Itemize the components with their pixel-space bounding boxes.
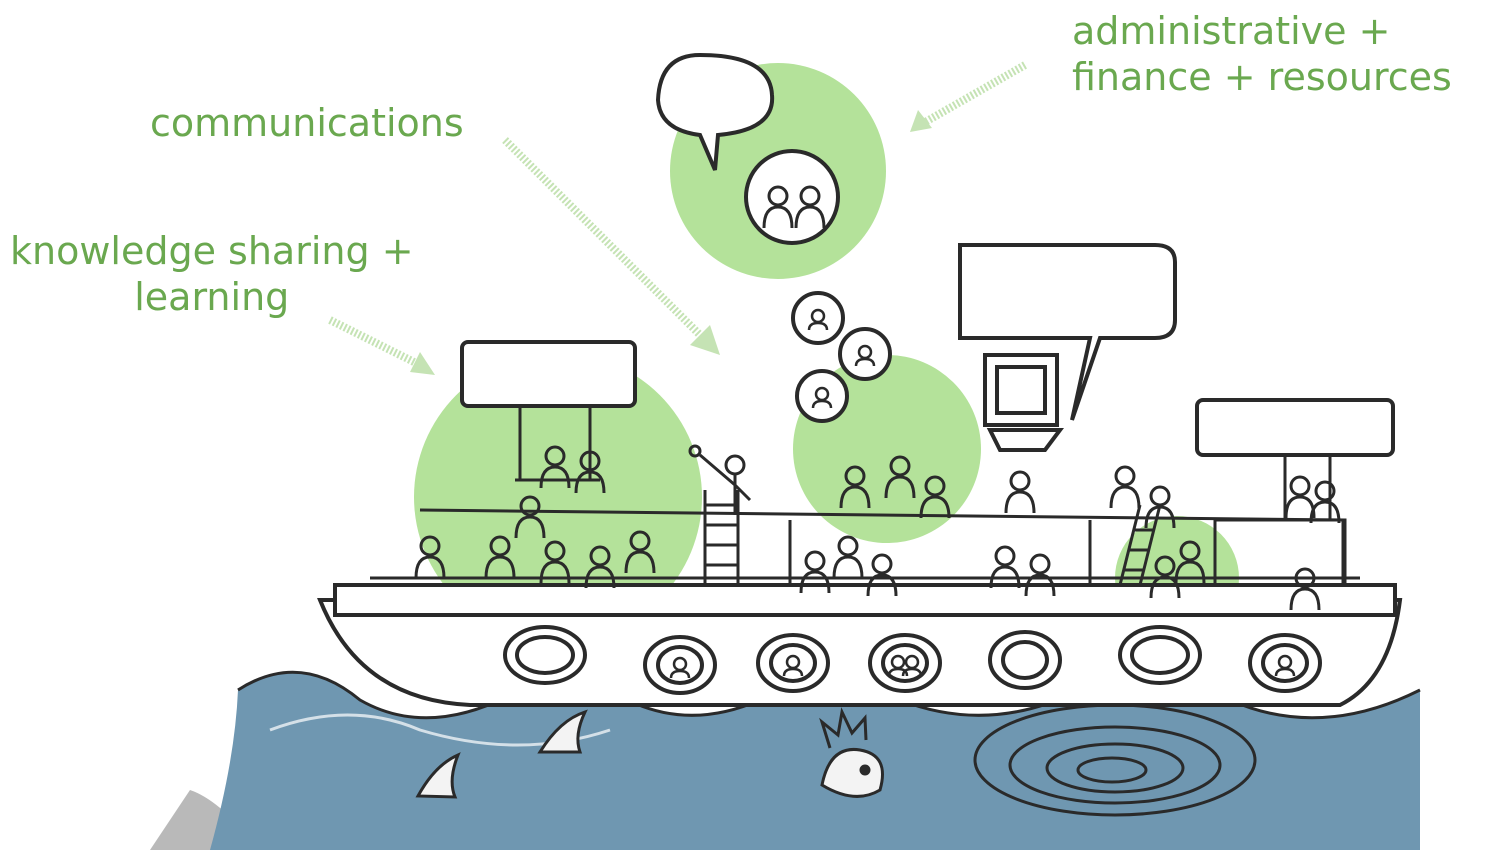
speech-bubble-icon xyxy=(655,52,775,171)
knowledge-signboard xyxy=(460,340,637,408)
ladder-icon xyxy=(1118,504,1162,586)
sign-ropes xyxy=(515,405,1332,520)
right-signboard xyxy=(1195,398,1395,457)
ship-hull xyxy=(317,598,1403,707)
arrow-heads xyxy=(410,110,932,375)
signboards xyxy=(460,340,1395,457)
knowledge-arrow xyxy=(328,316,422,369)
admin-label-line2: finance + resources xyxy=(1072,55,1452,99)
upper-deck xyxy=(419,508,1347,585)
communications-label: communications xyxy=(150,101,464,145)
knowledge-label-line2: learning xyxy=(134,275,290,319)
ship-deck xyxy=(333,583,1397,617)
sea xyxy=(210,672,1420,850)
knowledge-label-line1: knowledge sharing + xyxy=(10,229,414,273)
ladder-icon xyxy=(703,490,740,585)
admin-group-icon xyxy=(744,149,840,245)
knowledge-sharing-label: knowledge sharing + learning xyxy=(10,228,414,320)
admin-label-line1: administrative + xyxy=(1072,9,1391,53)
communications-arrow xyxy=(502,137,708,343)
shark-fin-icon xyxy=(537,709,588,754)
admin-finance-label: administrative + finance + resources xyxy=(1072,8,1452,100)
speech-bubble-icon xyxy=(958,243,1177,421)
portholes xyxy=(503,625,1322,695)
computer-monitor-icon xyxy=(983,353,1064,452)
admin-arrow xyxy=(918,61,1027,129)
shark-fin-icon xyxy=(415,752,461,799)
speaker-figure xyxy=(688,444,752,515)
fish-icon xyxy=(819,707,884,798)
dotted-arrows xyxy=(328,61,1027,369)
cabin xyxy=(1213,518,1345,587)
floating-bubbles xyxy=(791,291,892,423)
